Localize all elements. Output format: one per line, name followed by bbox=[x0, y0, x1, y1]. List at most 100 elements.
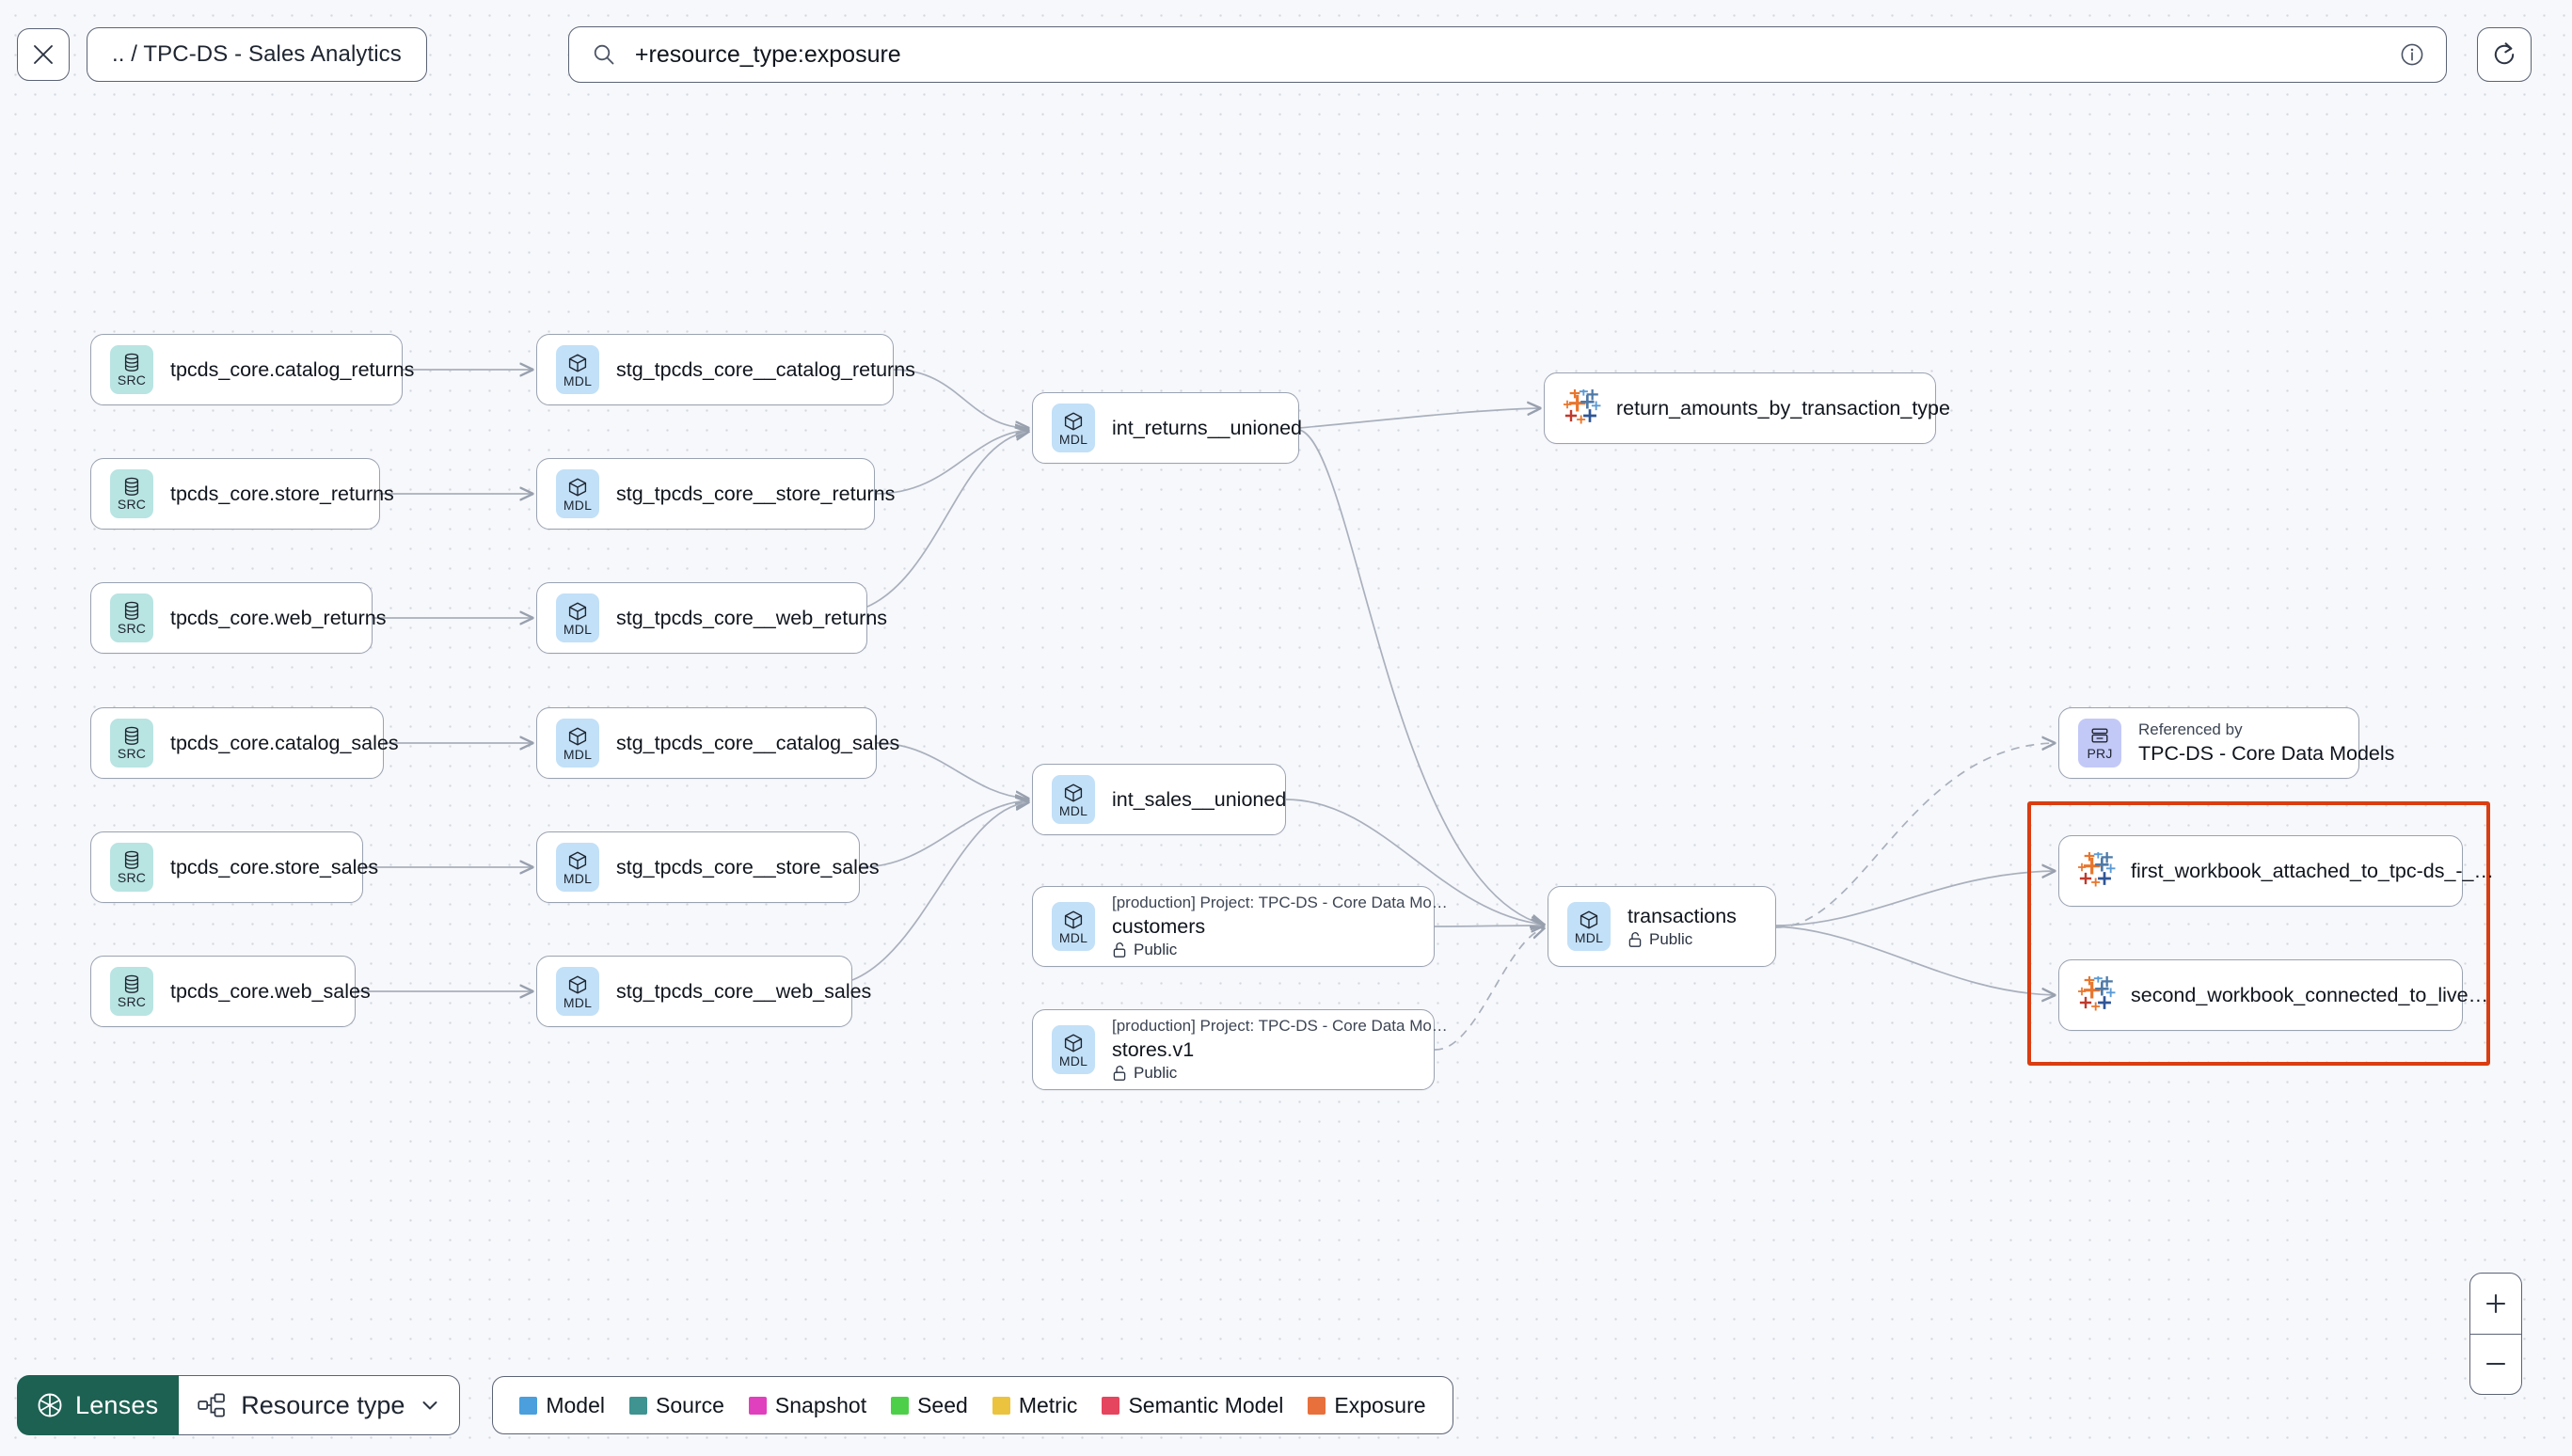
legend-label: Semantic Model bbox=[1128, 1392, 1284, 1417]
badge-label: MDL bbox=[563, 497, 593, 513]
node-label: tpcds_core.catalog_returns bbox=[170, 357, 415, 381]
search-input[interactable] bbox=[634, 40, 2399, 69]
graph-node-src-catalog-sales[interactable]: SRC tpcds_core.catalog_sales bbox=[90, 707, 399, 779]
cube-icon bbox=[1580, 910, 1598, 928]
resource-type-label: Resource type bbox=[241, 1390, 405, 1419]
source-badge: SRC bbox=[110, 593, 153, 642]
database-icon bbox=[124, 974, 139, 993]
legend-label: Model bbox=[546, 1392, 606, 1417]
graph-node-mdl-customers[interactable]: MDL[production] Project: TPC-DS - Core D… bbox=[1032, 886, 1448, 967]
refresh-button[interactable] bbox=[2476, 27, 2532, 82]
legend-item-snapshot[interactable]: Snapshot bbox=[748, 1392, 867, 1418]
cube-icon bbox=[568, 478, 587, 496]
chevron-down-icon bbox=[422, 1401, 437, 1410]
legend-label: Snapshot bbox=[774, 1392, 867, 1417]
cube-icon bbox=[568, 727, 587, 745]
model-badge: MDL bbox=[1052, 902, 1095, 951]
close-icon bbox=[34, 45, 53, 64]
legend-item-model[interactable]: Model bbox=[519, 1393, 605, 1418]
legend-item-metric[interactable]: Metric bbox=[992, 1392, 1078, 1418]
node-body: stg_tpcds_core__catalog_sales bbox=[616, 731, 899, 756]
graph-node-stg-web-sales[interactable]: MDL stg_tpcds_core__web_sales bbox=[536, 956, 871, 1027]
zoom-in-button[interactable] bbox=[2470, 1274, 2521, 1335]
legend-swatch bbox=[891, 1396, 910, 1415]
legend-swatch bbox=[992, 1396, 1010, 1415]
model-badge: MDL bbox=[556, 967, 599, 1016]
graph-node-mdl-transactions[interactable]: MDL transactions Public bbox=[1548, 886, 1776, 967]
node-label: transactions bbox=[1627, 904, 1737, 927]
search-icon bbox=[594, 44, 614, 65]
search-bar[interactable] bbox=[567, 26, 2447, 83]
graph-node-exp-first-workbook[interactable]: first_workbook_attached_to_tpc-ds_-_… bbox=[2058, 835, 2494, 907]
legend-item-source[interactable]: Source bbox=[629, 1393, 724, 1418]
graph-node-mdl-stores-v1[interactable]: MDL[production] Project: TPC-DS - Core D… bbox=[1032, 1009, 1448, 1090]
node-subtitle: [production] Project: TPC-DS - Core Data… bbox=[1112, 1016, 1448, 1035]
graph-node-exp-second-workbook[interactable]: second_workbook_connected_to_live… bbox=[2058, 959, 2488, 1031]
cube-icon bbox=[568, 975, 587, 993]
node-visibility: Public bbox=[1112, 941, 1415, 959]
node-label: stg_tpcds_core__store_returns bbox=[616, 482, 896, 505]
tableau-icon bbox=[2078, 852, 2116, 887]
node-body: transactions Public bbox=[1627, 904, 1737, 950]
node-body: tpcds_core.catalog_sales bbox=[170, 731, 399, 756]
badge-label: MDL bbox=[563, 621, 593, 637]
source-badge: SRC bbox=[110, 843, 153, 892]
plus-icon bbox=[2485, 1293, 2506, 1313]
badge-label: MDL bbox=[1574, 929, 1604, 945]
zoom-controls bbox=[2469, 1273, 2522, 1395]
source-badge: SRC bbox=[110, 719, 153, 768]
graph-node-src-catalog-returns[interactable]: SRC tpcds_core.catalog_returns bbox=[90, 334, 415, 405]
graph-node-stg-store-returns[interactable]: MDL stg_tpcds_core__store_returns bbox=[536, 458, 896, 530]
lenses-button[interactable]: Lenses bbox=[17, 1375, 180, 1435]
zoom-out-button[interactable] bbox=[2470, 1335, 2521, 1395]
cube-icon bbox=[1064, 783, 1083, 801]
node-body: stg_tpcds_core__web_sales bbox=[616, 979, 871, 1005]
badge-label: SRC bbox=[117, 994, 147, 1009]
legend-item-exposure[interactable]: Exposure bbox=[1308, 1392, 1426, 1418]
source-badge: SRC bbox=[110, 345, 153, 394]
legend-label: Metric bbox=[1018, 1392, 1078, 1417]
graph-node-src-store-returns[interactable]: SRC tpcds_core.store_returns bbox=[90, 458, 394, 530]
unlock-icon bbox=[1113, 1066, 1126, 1082]
legend-item-semantic-model[interactable]: Semantic Model bbox=[1102, 1393, 1283, 1418]
resource-type-dropdown[interactable]: Resource type bbox=[179, 1375, 461, 1435]
aperture-icon bbox=[38, 1393, 62, 1417]
tableau-icon bbox=[2078, 976, 2116, 1011]
legend-swatch bbox=[1308, 1396, 1326, 1415]
node-body: first_workbook_attached_to_tpc-ds_-_… bbox=[2131, 859, 2494, 884]
info-icon[interactable] bbox=[2399, 41, 2425, 68]
cube-icon bbox=[568, 851, 587, 869]
graph-node-exp-return-amounts[interactable]: return_amounts_by_transaction_type bbox=[1544, 372, 1950, 444]
badge-label: SRC bbox=[117, 497, 147, 512]
lenses-label: Lenses bbox=[75, 1390, 159, 1419]
node-body: second_workbook_connected_to_live… bbox=[2131, 983, 2488, 1008]
node-body: stg_tpcds_core__catalog_returns bbox=[616, 357, 915, 383]
node-body: return_amounts_by_transaction_type bbox=[1616, 396, 1950, 421]
node-body: tpcds_core.catalog_returns bbox=[170, 357, 415, 383]
node-body: tpcds_core.store_returns bbox=[170, 482, 394, 507]
badge-label: MDL bbox=[563, 870, 593, 886]
cube-icon bbox=[568, 354, 587, 372]
graph-node-src-web-returns[interactable]: SRC tpcds_core.web_returns bbox=[90, 582, 387, 654]
breadcrumb[interactable]: .. / TPC-DS - Sales Analytics bbox=[87, 27, 427, 82]
node-label: stores.v1 bbox=[1112, 1037, 1195, 1061]
legend-label: Exposure bbox=[1334, 1392, 1426, 1417]
project-icon bbox=[2091, 728, 2108, 742]
breadcrumb-label: .. / TPC-DS - Sales Analytics bbox=[112, 41, 402, 67]
node-body: [production] Project: TPC-DS - Core Data… bbox=[1112, 1016, 1448, 1084]
legend-item-seed[interactable]: Seed bbox=[891, 1393, 968, 1418]
node-label: int_sales__unioned bbox=[1112, 787, 1287, 811]
close-button[interactable] bbox=[17, 28, 70, 81]
node-label: tpcds_core.web_returns bbox=[170, 606, 387, 629]
minus-icon bbox=[2485, 1363, 2506, 1366]
